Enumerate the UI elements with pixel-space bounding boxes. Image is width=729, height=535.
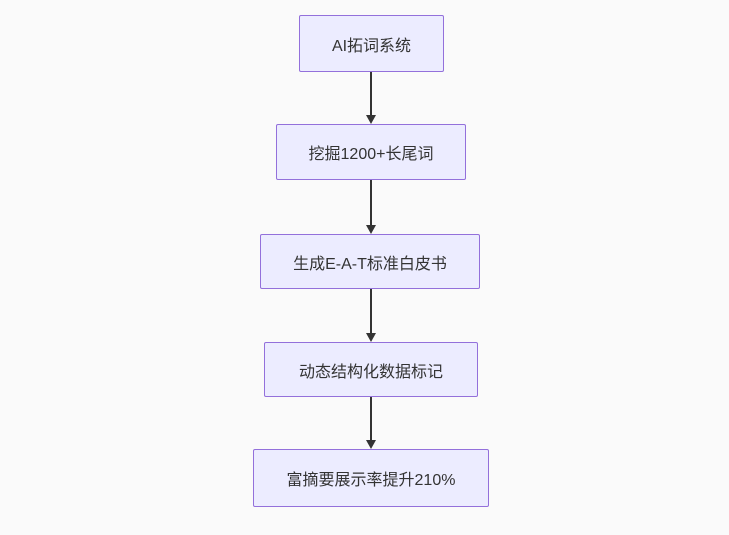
node-rich-snippet-increase: 富摘要展示率提升210% [253, 449, 489, 507]
node-label: 挖掘1200+长尾词 [308, 146, 434, 163]
node-structured-data-markup: 动态结构化数据标记 [264, 342, 478, 397]
arrowhead-down-icon [366, 115, 376, 124]
arrowhead-down-icon [366, 440, 376, 449]
arrow-line [370, 397, 372, 440]
arrow-line [370, 289, 372, 333]
arrowhead-down-icon [366, 333, 376, 342]
arrowhead-down-icon [366, 225, 376, 234]
flow-arrow-3 [366, 289, 376, 342]
node-label: 生成E-A-T标准白皮书 [293, 255, 447, 273]
arrow-line [370, 180, 372, 225]
node-eat-whitepaper: 生成E-A-T标准白皮书 [260, 234, 480, 289]
node-label: 富摘要展示率提升210% [286, 472, 456, 489]
node-label: 动态结构化数据标记 [298, 363, 443, 381]
node-longtail-mining: 挖掘1200+长尾词 [276, 124, 466, 180]
flow-arrow-1 [366, 72, 376, 124]
node-label: AI拓词系统 [331, 37, 412, 55]
node-ai-expansion-system: AI拓词系统 [299, 15, 444, 72]
flow-arrow-2 [366, 180, 376, 234]
arrow-line [370, 72, 372, 115]
flow-arrow-4 [366, 397, 376, 449]
